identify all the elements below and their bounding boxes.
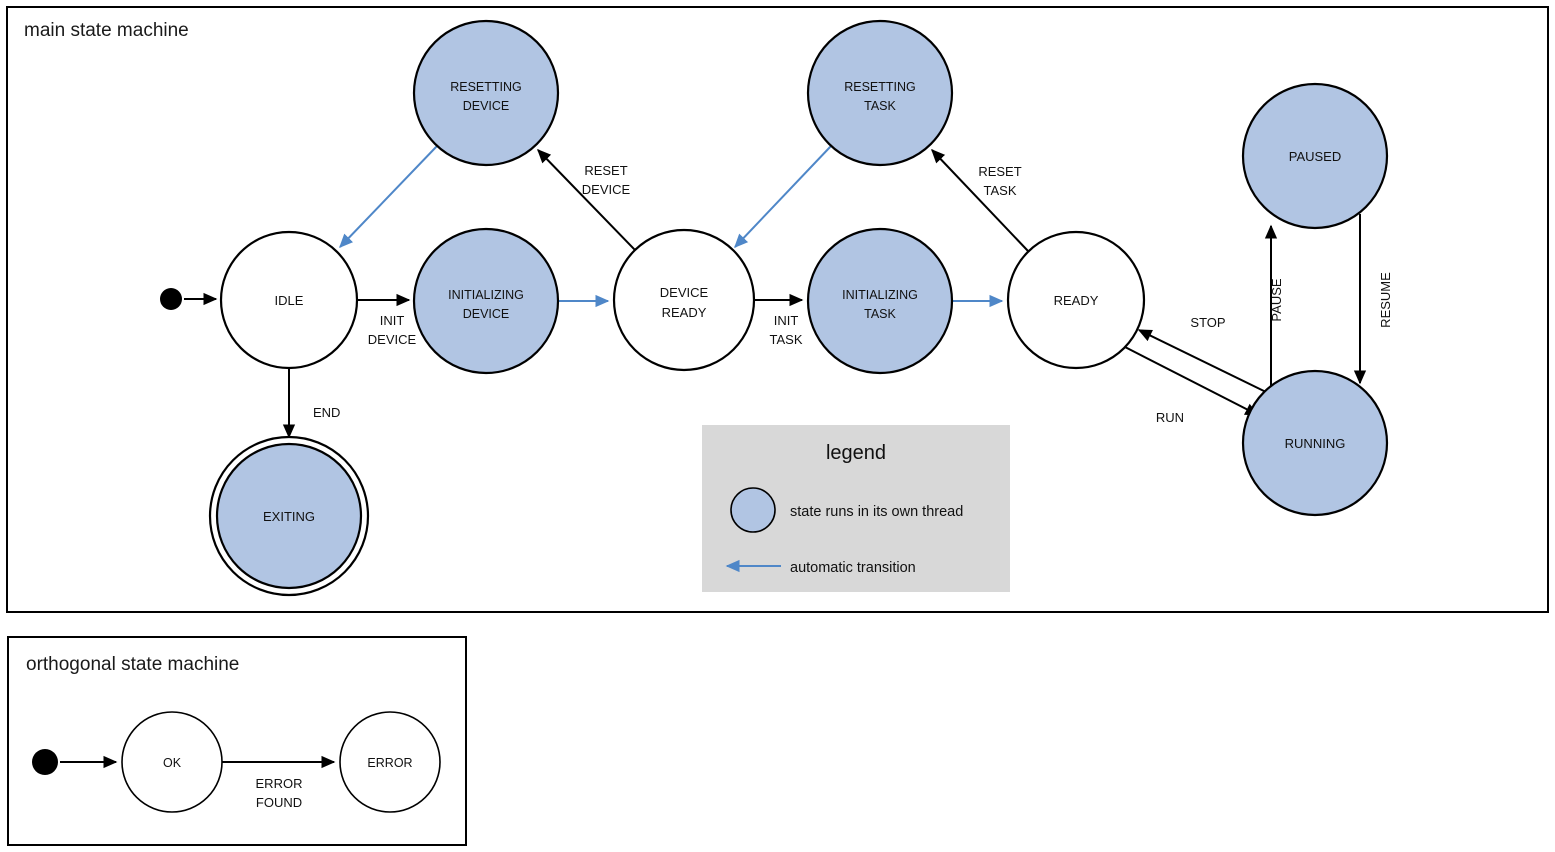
state-initializing-device[interactable]: INITIALIZING DEVICE — [412, 227, 560, 375]
state-running[interactable]: RUNNING — [1241, 369, 1389, 517]
orthogonal-frame-title: orthogonal state machine — [26, 654, 239, 675]
label-init-task-line2: TASK — [770, 332, 803, 347]
state-exiting-shape[interactable] — [215, 442, 363, 590]
label-error-found-line1: ERROR — [256, 776, 303, 791]
state-error-shape[interactable] — [339, 711, 441, 813]
transition-device-ready-to-resetting-device — [537, 148, 637, 252]
state-initializing-task[interactable]: INITIALIZING TASK — [806, 227, 954, 375]
label-reset-task-line2: TASK — [984, 183, 1017, 198]
start-state-marker — [160, 288, 182, 310]
state-ready-shape[interactable] — [1006, 230, 1146, 370]
state-resetting-task-shape[interactable] — [806, 19, 954, 167]
state-ready[interactable]: READY — [1006, 230, 1146, 370]
orthogonal-start-state-marker — [32, 749, 58, 775]
state-idle-shape[interactable] — [219, 230, 359, 370]
legend-title: legend — [826, 442, 886, 464]
transition-resetting-device-to-idle — [339, 145, 438, 249]
transition-ready-to-running — [1124, 346, 1260, 416]
label-stop: STOP — [1190, 315, 1225, 330]
state-device-ready-label-line2: READY — [662, 305, 707, 320]
state-ok-shape[interactable] — [121, 711, 223, 813]
state-ok[interactable]: OK — [121, 711, 223, 813]
state-device-ready-label-line1: DEVICE — [660, 285, 709, 300]
main-states: IDLE RESETTING DEVICE INITIALIZING DEVIC… — [160, 19, 1389, 597]
transition-resetting-task-to-device-ready — [734, 145, 832, 249]
transition-running-to-ready — [1137, 329, 1269, 394]
state-paused-shape[interactable] — [1241, 82, 1389, 230]
main-transitions: INIT DEVICE END RESET DEVICE INIT TASK — [184, 145, 1393, 439]
state-running-shape[interactable] — [1241, 369, 1389, 517]
main-frame-title: main state machine — [24, 20, 189, 41]
state-device-ready[interactable]: DEVICE READY — [612, 228, 756, 372]
state-exiting-label: EXITING — [263, 509, 315, 524]
state-initializing-task-shape[interactable] — [806, 227, 954, 375]
state-ready-label: READY — [1054, 293, 1099, 308]
state-resetting-device-label-line1: RESETTING — [450, 80, 522, 94]
label-reset-device-line1: RESET — [584, 163, 627, 178]
label-init-task-line1: INIT — [774, 313, 799, 328]
state-device-ready-shape[interactable] — [612, 228, 756, 372]
label-init-device-line2: DEVICE — [368, 332, 417, 347]
state-resetting-device-shape[interactable] — [412, 19, 560, 167]
state-initializing-device-label-line2: DEVICE — [463, 307, 510, 321]
state-initializing-device-label-line1: INITIALIZING — [448, 288, 524, 302]
state-idle[interactable]: IDLE — [219, 230, 359, 370]
state-error[interactable]: ERROR — [339, 711, 441, 813]
transition-ready-to-resetting-task — [931, 148, 1029, 252]
state-paused[interactable]: PAUSED — [1241, 82, 1389, 230]
label-end: END — [313, 405, 340, 420]
state-idle-label: IDLE — [275, 293, 304, 308]
state-resetting-task[interactable]: RESETTING TASK — [806, 19, 954, 167]
state-running-label: RUNNING — [1285, 436, 1346, 451]
state-resetting-task-label-line2: TASK — [864, 99, 896, 113]
state-initializing-task-label-line2: TASK — [864, 307, 896, 321]
state-error-label: ERROR — [367, 756, 412, 770]
state-resetting-device[interactable]: RESETTING DEVICE — [412, 19, 560, 167]
label-error-found-line2: FOUND — [256, 795, 302, 810]
legend-item-thread-state-text: state runs in its own thread — [790, 504, 963, 520]
state-initializing-device-shape[interactable] — [412, 227, 560, 375]
label-resume: RESUME — [1378, 272, 1393, 328]
state-paused-label: PAUSED — [1289, 149, 1342, 164]
label-pause: PAUSE — [1269, 278, 1284, 321]
legend-thread-state-swatch — [730, 487, 776, 533]
legend-panel: legend state runs in its own thread auto… — [702, 425, 1010, 592]
state-resetting-device-label-line2: DEVICE — [463, 99, 510, 113]
state-initializing-task-label-line1: INITIALIZING — [842, 288, 918, 302]
state-ok-label: OK — [163, 756, 182, 770]
legend-item-auto-transition-text: automatic transition — [790, 560, 916, 576]
state-resetting-task-label-line1: RESETTING — [844, 80, 916, 94]
orthogonal-state-machine-frame: orthogonal state machine ERROR FOUND OK … — [7, 636, 467, 846]
label-reset-task-line1: RESET — [978, 164, 1021, 179]
state-exiting[interactable]: EXITING — [208, 435, 370, 597]
label-reset-device-line2: DEVICE — [582, 182, 631, 197]
label-run: RUN — [1156, 410, 1184, 425]
label-init-device-line1: INIT — [380, 313, 405, 328]
